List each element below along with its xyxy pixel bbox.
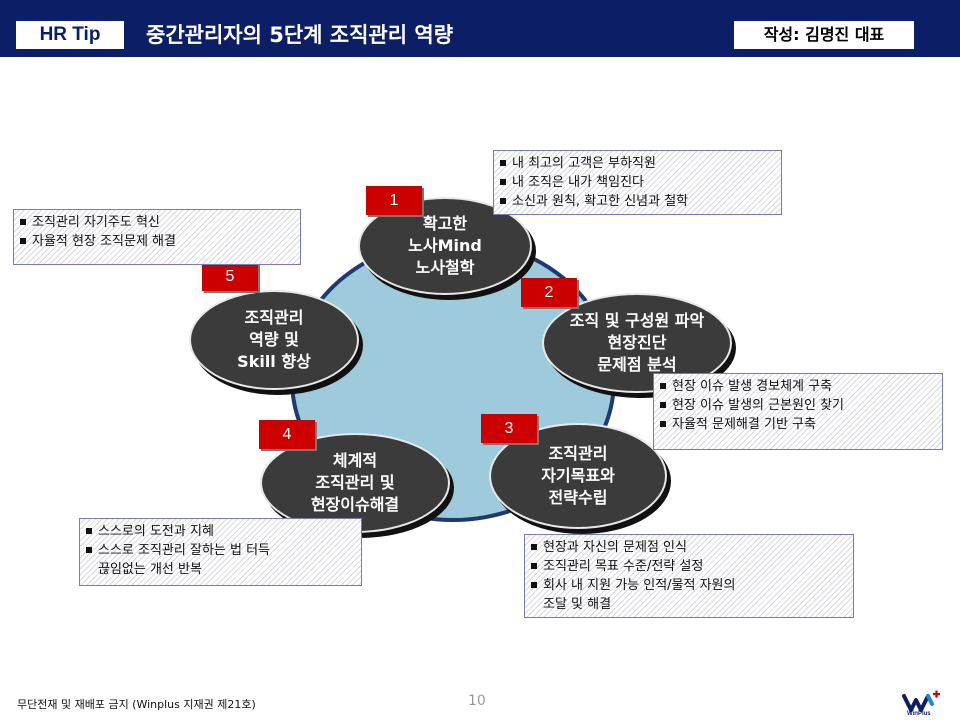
stage-1-line-2: 노사Mind bbox=[408, 236, 482, 255]
stage-1-number: 1 bbox=[366, 186, 422, 215]
stage-2-note: 현장 이슈 발생 경보체계 구축 현장 이슈 발생의 근본원인 찾기 자율적 문… bbox=[653, 373, 943, 450]
stage-3-note: 현장과 자신의 문제점 인식 조직관리 목표 수준/전략 설정 회사 내 지원 … bbox=[524, 534, 854, 618]
stage-3-line-1: 조직관리 bbox=[548, 444, 608, 463]
list-item: 자율적 문제해결 기반 구축 bbox=[660, 415, 936, 434]
stage-2-number: 2 bbox=[521, 278, 577, 307]
stage-3-line-2: 자기목표와 bbox=[541, 466, 615, 485]
stage-1-node: 확고한 노사Mind 노사철학 bbox=[358, 197, 536, 300]
list-item: 내 최고의 고객은 부하직원 bbox=[500, 154, 775, 173]
stage-4-line-3: 현장이슈해결 bbox=[310, 495, 400, 514]
list-item: 현장 이슈 발생 경보체계 구축 bbox=[660, 377, 936, 396]
list-item: 자율적 현장 조직문제 해결 bbox=[20, 232, 294, 251]
copyright-notice: 무단전재 및 재배포 금지 (Winplus 지재권 제21호) bbox=[17, 698, 256, 711]
stage-1-note: 내 최고의 고객은 부하직원 내 조직은 내가 책임진다 소신과 원칙, 확고한… bbox=[493, 150, 782, 215]
logo-wordmark: WinPlus bbox=[907, 711, 931, 717]
winplus-logo-icon bbox=[902, 690, 940, 712]
stage-4-line-2: 조직관리 및 bbox=[315, 473, 395, 492]
stage-1-line-3: 노사철학 bbox=[415, 258, 475, 277]
stage-1-line-1: 확고한 bbox=[422, 214, 468, 233]
list-item: 현장 이슈 발생의 근본원인 찾기 bbox=[660, 396, 936, 415]
list-item-continuation: 조달 및 해결 bbox=[543, 597, 612, 612]
author-label: 작성: 김명진 대표 bbox=[734, 21, 914, 49]
list-item: 회사 내 지원 가능 인적/물적 자원의 bbox=[531, 576, 847, 595]
stage-3-line-3: 전략수립 bbox=[548, 488, 608, 507]
header-bar: HR Tip 중간관리자의 5단계 조직관리 역량 작성: 김명진 대표 bbox=[0, 0, 960, 57]
list-item: 소신과 원칙, 확고한 신념과 철학 bbox=[500, 192, 775, 211]
list-item: 조직관리 자기주도 혁신 bbox=[20, 213, 294, 232]
stage-2-line-3: 문제점 분석 bbox=[597, 355, 677, 374]
stage-2-line-1: 조직 및 구성원 파악 bbox=[569, 311, 705, 330]
list-item: 현장과 자신의 문제점 인식 bbox=[531, 538, 847, 557]
stage-4-number: 4 bbox=[259, 420, 315, 449]
stage-5-line-2: 역량 및 bbox=[249, 330, 299, 349]
stage-2-node: 조직 및 구성원 파악 현장진단 문제점 분석 bbox=[542, 293, 736, 398]
hr-tip-tag: HR Tip bbox=[16, 21, 124, 49]
stage-5-line-3: Skill 향상 bbox=[237, 352, 311, 371]
page-number: 10 bbox=[468, 693, 486, 709]
stage-2-line-2: 현장진단 bbox=[607, 333, 667, 352]
list-item-continuation: 끊임없는 개선 반복 bbox=[98, 562, 202, 577]
stage-5-node: 조직관리 역량 및 Skill 향상 bbox=[189, 290, 363, 395]
stage-5-note: 조직관리 자기주도 혁신 자율적 현장 조직문제 해결 bbox=[13, 209, 301, 265]
stage-5-number: 5 bbox=[202, 262, 258, 291]
stage-4-line-1: 체계적 bbox=[332, 451, 378, 470]
stage-5-line-1: 조직관리 bbox=[244, 308, 304, 327]
list-item: 내 조직은 내가 책임진다 bbox=[500, 173, 775, 192]
list-item: 스스로의 도전과 지혜 bbox=[86, 522, 355, 541]
stage-3-number: 3 bbox=[481, 414, 537, 443]
stage-4-note: 스스로의 도전과 지혜 스스로 조직관리 잘하는 법 터득 끊임없는 개선 반복 bbox=[79, 518, 362, 586]
page-title: 중간관리자의 5단계 조직관리 역량 bbox=[146, 23, 454, 47]
list-item: 조직관리 목표 수준/전략 설정 bbox=[531, 557, 847, 576]
list-item: 스스로 조직관리 잘하는 법 터득 bbox=[86, 541, 355, 560]
